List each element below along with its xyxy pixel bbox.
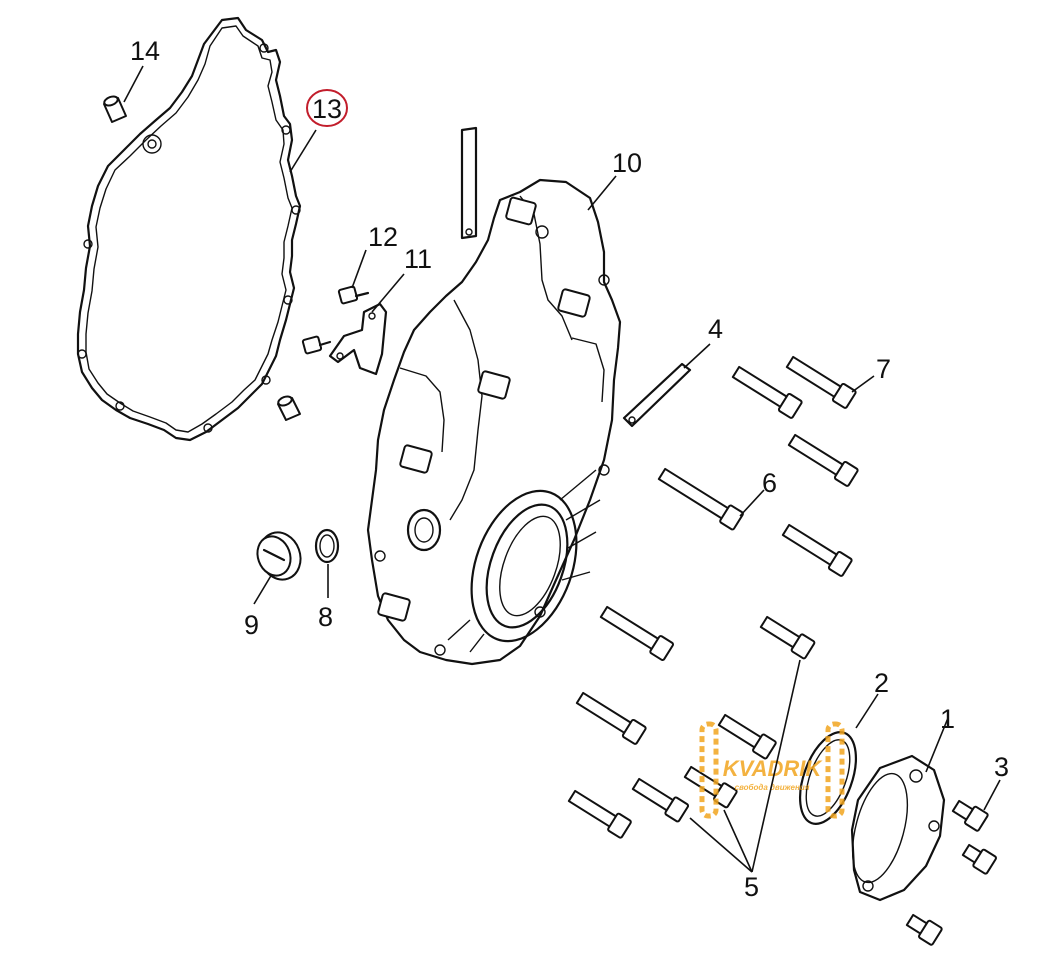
- callout-13-highlight-circle: [306, 89, 348, 127]
- dowel-pin-part-14: [103, 95, 301, 421]
- bolt-part-7-a: [785, 355, 857, 409]
- bolt-part-5-b: [759, 615, 816, 660]
- bolt-part-7-b: [731, 365, 803, 419]
- bolt-part-5-e: [631, 777, 690, 823]
- housing-cover-part-10: [366, 178, 622, 666]
- callout-12: 12: [368, 222, 398, 252]
- gasket-part-13: [76, 16, 302, 442]
- o-ring-part-8: [314, 528, 340, 564]
- callout-10: 10: [612, 148, 642, 178]
- callout-3: 3: [994, 752, 1009, 782]
- callout-5: 5: [744, 872, 759, 902]
- small-bolt-part-12: [301, 285, 370, 355]
- callout-11: 11: [404, 244, 432, 274]
- bolt-part-5-d: [717, 713, 777, 760]
- short-bolt-part-3: [905, 799, 997, 946]
- bolt-group: [567, 355, 859, 839]
- plate-part-4: [460, 126, 692, 428]
- bolt-part-5-c: [575, 691, 647, 745]
- callout-6: 6: [762, 468, 777, 498]
- callout-4: 4: [708, 314, 723, 344]
- bracket-part-11: [328, 302, 388, 376]
- bolt-part-5-g: [567, 789, 632, 839]
- callout-8: 8: [318, 602, 333, 632]
- callout-labels: 14 13 12 11 10 4 7 6 9 8 2 1 3 5: [130, 36, 1009, 902]
- bolt-part-7-c: [787, 433, 859, 487]
- callout-9: 9: [244, 610, 259, 640]
- plug-part-9: [256, 531, 302, 581]
- callout-7: 7: [876, 354, 891, 384]
- leader-lines: [123, 65, 1001, 873]
- callout-1: 1: [940, 704, 955, 734]
- watermark-tagline: свобода движения: [735, 783, 810, 792]
- bolt-part-6-a: [657, 467, 744, 531]
- end-cover-part-1: [850, 754, 946, 902]
- callout-13: 13: [312, 94, 342, 124]
- callout-2: 2: [874, 668, 889, 698]
- callout-14: 14: [130, 36, 160, 66]
- bolt-part-6-b: [781, 523, 853, 577]
- bolt-part-5-a: [599, 605, 674, 661]
